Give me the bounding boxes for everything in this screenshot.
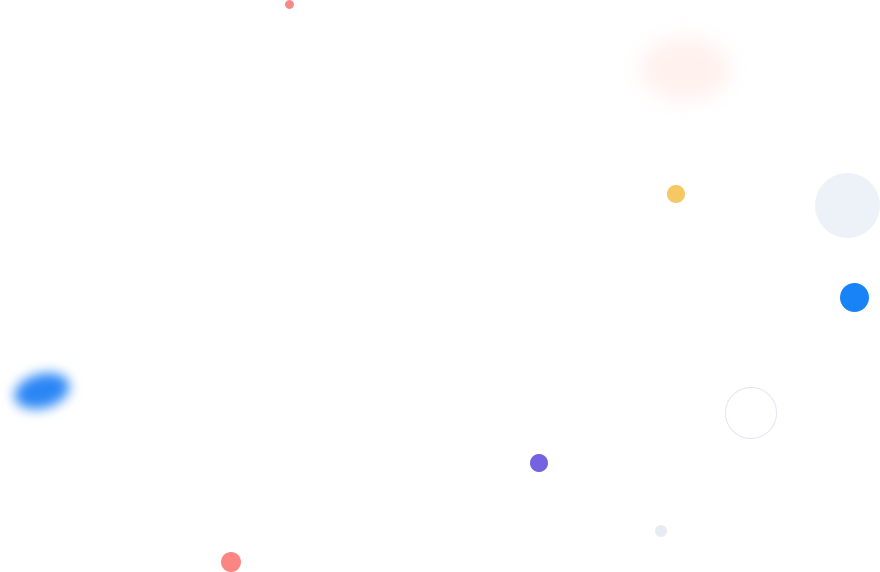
blue-dot (840, 283, 869, 312)
purple-dot (530, 454, 548, 472)
coral-dot (221, 552, 241, 572)
blurred-blue-blob (10, 367, 74, 415)
outline-ring (725, 387, 777, 439)
yellow-dot (667, 185, 685, 203)
small-red-dot (285, 0, 294, 9)
soft-pink-blob (640, 38, 730, 100)
pale-blue-circle (815, 173, 880, 238)
grey-dot (655, 525, 667, 537)
